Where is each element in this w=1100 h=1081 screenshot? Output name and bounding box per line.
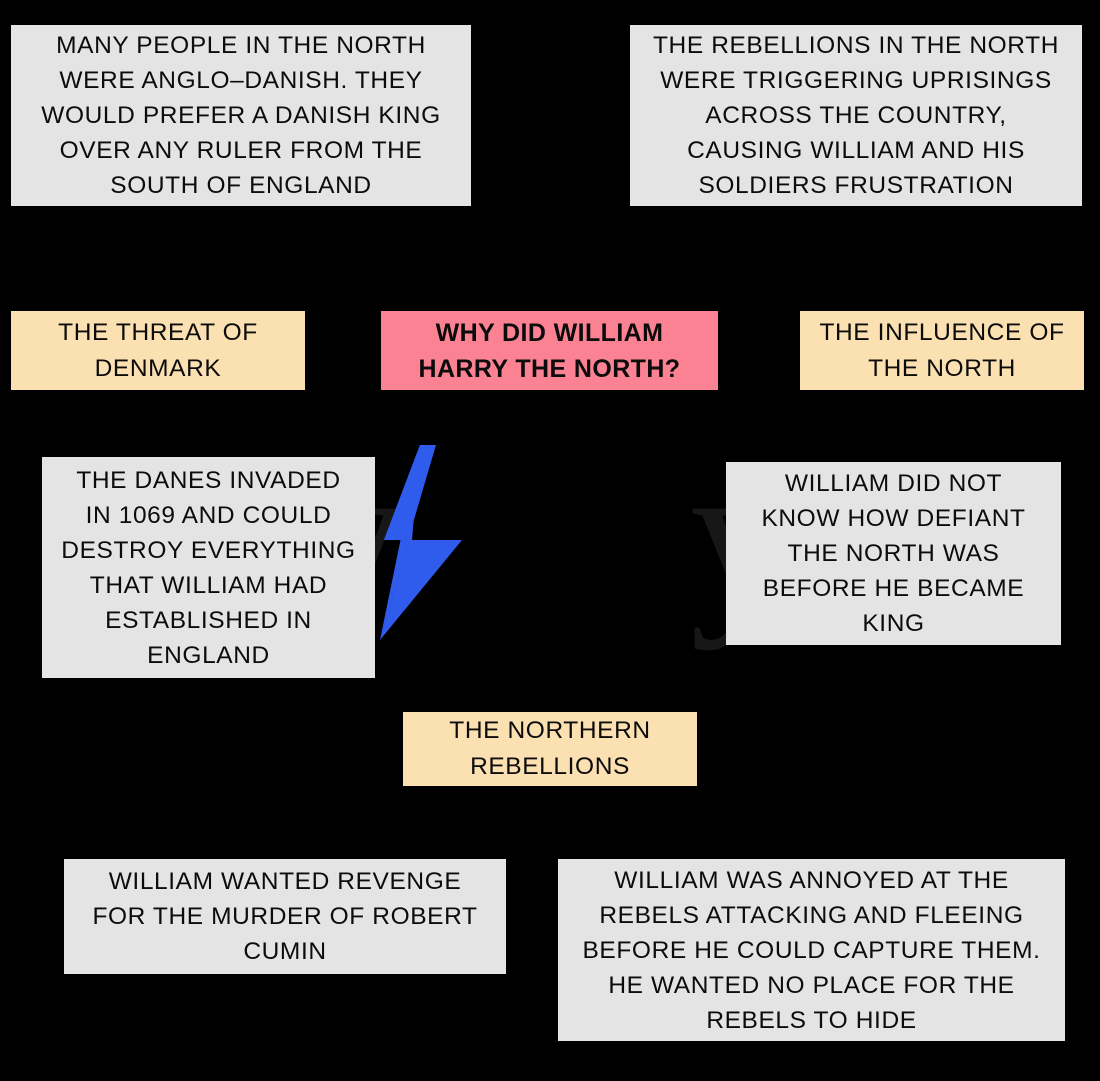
node-line: THAT WILLIAM HAD bbox=[89, 571, 328, 599]
node-line: SOUTH OF ENGLAND bbox=[110, 172, 372, 199]
node-line: KING bbox=[862, 610, 925, 637]
node-line: DESTROY EVERYTHING bbox=[61, 536, 356, 564]
lightning-bolt-icon bbox=[380, 445, 462, 640]
node-line: WILLIAM DID NOT bbox=[784, 470, 1003, 497]
node-line: THE NORTHERN bbox=[449, 717, 651, 744]
node-the-northern-rebellions[interactable]: THE NORTHERN REBELLIONS bbox=[403, 712, 697, 786]
node-line: WOULD PREFER A DANISH KING bbox=[41, 102, 441, 129]
node-line: WERE ANGLO–DANISH. THEY bbox=[59, 67, 423, 94]
node-line: OVER ANY RULER FROM THE bbox=[59, 137, 423, 164]
node-north-anglo-danish[interactable]: MANY PEOPLE IN THE NORTH WERE ANGLO–DANI… bbox=[11, 25, 471, 206]
node-line: KNOW HOW DEFIANT bbox=[761, 505, 1026, 532]
node-line: FOR THE MURDER OF ROBERT bbox=[92, 903, 478, 930]
node-line: CAUSING WILLIAM AND HIS bbox=[687, 137, 1025, 164]
node-line: SOLDIERS FRUSTRATION bbox=[698, 172, 1014, 199]
node-line: REBELS TO HIDE bbox=[706, 1006, 917, 1034]
node-line: HARRY THE NORTH? bbox=[418, 354, 681, 383]
node-rebellions-uprisings[interactable]: THE REBELLIONS IN THE NORTH WERE TRIGGER… bbox=[630, 25, 1082, 206]
node-line: WILLIAM WAS ANNOYED AT THE bbox=[614, 866, 1009, 894]
node-line: THE THREAT OF bbox=[58, 318, 258, 346]
node-line: CUMIN bbox=[243, 938, 327, 965]
node-line: IN 1069 AND COULD bbox=[85, 501, 332, 529]
node-line: REBELLIONS bbox=[470, 753, 630, 780]
node-annoyed-rebels-attacking-fleeing[interactable]: WILLIAM WAS ANNOYED AT THE REBELS ATTACK… bbox=[558, 859, 1065, 1041]
node-line: ENGLAND bbox=[147, 641, 270, 669]
node-line: THE REBELLIONS IN THE NORTH bbox=[652, 32, 1059, 59]
node-line: ESTABLISHED IN bbox=[105, 606, 312, 634]
node-line: MANY PEOPLE IN THE NORTH bbox=[56, 32, 426, 59]
node-danes-invaded-1069[interactable]: THE DANES INVADED IN 1069 AND COULD DEST… bbox=[42, 457, 375, 678]
node-central-question[interactable]: WHY DID WILLIAM HARRY THE NORTH? bbox=[381, 311, 718, 390]
node-william-did-not-know-defiant[interactable]: WILLIAM DID NOT KNOW HOW DEFIANT THE NOR… bbox=[726, 462, 1061, 645]
node-line: HE WANTED NO PLACE FOR THE bbox=[608, 971, 1015, 999]
node-influence-of-the-north[interactable]: THE INFLUENCE OF THE NORTH bbox=[800, 311, 1084, 390]
node-line: BEFORE HE COULD CAPTURE THEM. bbox=[582, 936, 1041, 964]
node-line: THE DANES INVADED bbox=[76, 466, 341, 494]
node-line: THE NORTH WAS bbox=[787, 540, 1000, 567]
node-line: THE INFLUENCE OF bbox=[819, 318, 1065, 346]
node-line: DENMARK bbox=[94, 354, 222, 382]
node-threat-of-denmark[interactable]: THE THREAT OF DENMARK bbox=[11, 311, 305, 390]
node-line: ACROSS THE COUNTRY, bbox=[705, 102, 1007, 129]
node-line: REBELS ATTACKING AND FLEEING bbox=[599, 901, 1024, 929]
node-line: WHY DID WILLIAM bbox=[435, 318, 664, 347]
node-line: THE NORTH bbox=[868, 354, 1016, 382]
node-line: WILLIAM WANTED REVENGE bbox=[108, 868, 462, 895]
node-line: WERE TRIGGERING UPRISINGS bbox=[660, 67, 1052, 94]
node-line: BEFORE HE BECAME bbox=[762, 575, 1025, 602]
node-revenge-murder-robert-cumin[interactable]: WILLIAM WANTED REVENGE FOR THE MURDER OF… bbox=[64, 859, 506, 974]
